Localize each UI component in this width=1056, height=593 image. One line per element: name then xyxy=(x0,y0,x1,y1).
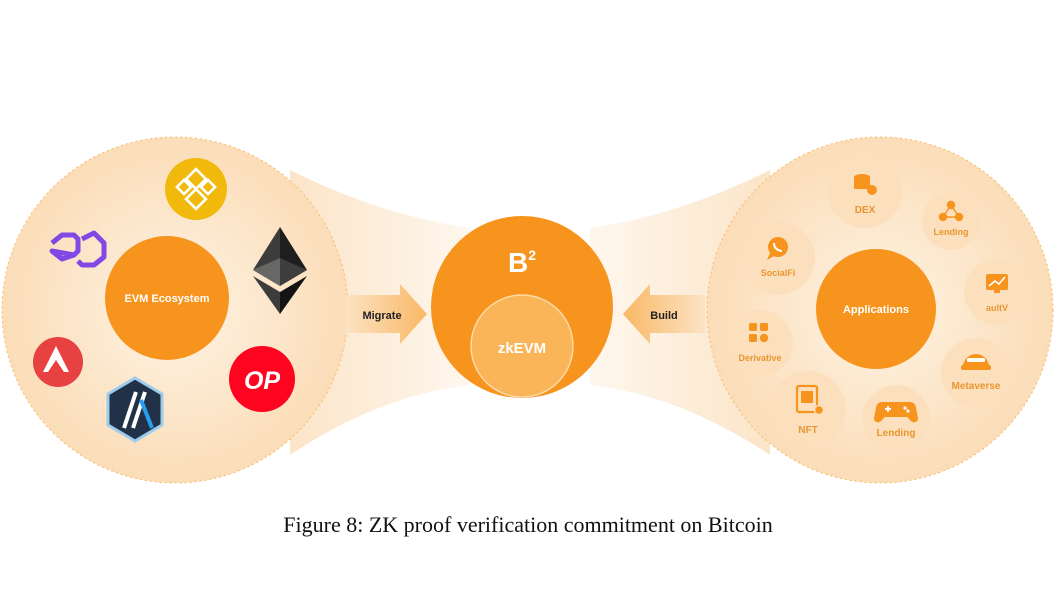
network-icon xyxy=(938,200,964,222)
avalanche-icon xyxy=(33,337,83,387)
optimism-label: OP xyxy=(244,367,280,395)
build-arrow: Build xyxy=(623,284,705,344)
migrate-label: Migrate xyxy=(362,310,401,322)
optimism-icon: OP xyxy=(229,346,295,412)
app-item-socialfi: SocialFi xyxy=(741,221,815,295)
database-icon xyxy=(854,174,877,195)
ethereum-icon xyxy=(253,227,307,314)
app-item-aultv: aultV xyxy=(964,259,1030,325)
evm-ecosystem-label: EVM Ecosystem xyxy=(125,293,210,305)
app-item-label: aultV xyxy=(986,303,1008,313)
polygon-icon xyxy=(49,230,107,268)
app-item-lending-gaming: Lending xyxy=(862,385,930,453)
arbitrum-icon xyxy=(106,376,164,443)
gamepad-icon xyxy=(873,402,919,423)
applications-node xyxy=(816,249,936,369)
app-item-metaverse: Metaverse xyxy=(941,338,1011,408)
app-item-label: Derivative xyxy=(738,353,781,363)
applications-label: Applications xyxy=(843,304,909,316)
grid-icon xyxy=(749,323,769,343)
migrate-arrow: Migrate xyxy=(345,284,427,344)
build-label: Build xyxy=(650,310,678,322)
app-item-nft: NFT xyxy=(770,371,846,447)
app-item-label: SocialFi xyxy=(761,268,796,278)
evm-ecosystem-node xyxy=(105,236,229,360)
figure-caption: Figure 8: ZK proof verification commitme… xyxy=(283,512,773,537)
app-item-label: Lending xyxy=(934,227,969,237)
app-item-dex: DEX xyxy=(827,152,903,228)
zkevm-circle xyxy=(470,294,574,398)
app-item-derivative: Derivative xyxy=(727,310,793,376)
app-item-lending: Lending xyxy=(922,192,980,250)
app-item-label: Metaverse xyxy=(952,381,1001,392)
zkevm-label: zkEVM xyxy=(498,340,546,357)
chart-monitor-icon xyxy=(986,274,1008,293)
bnb-icon xyxy=(165,158,227,220)
app-item-label: Lending xyxy=(877,428,916,439)
app-item-label: NFT xyxy=(798,425,817,436)
nft-card-icon xyxy=(795,384,825,416)
app-item-label: DEX xyxy=(855,205,876,216)
b2-brand: B2 xyxy=(508,247,536,278)
helmet-icon xyxy=(961,354,991,370)
chat-icon xyxy=(767,237,788,260)
